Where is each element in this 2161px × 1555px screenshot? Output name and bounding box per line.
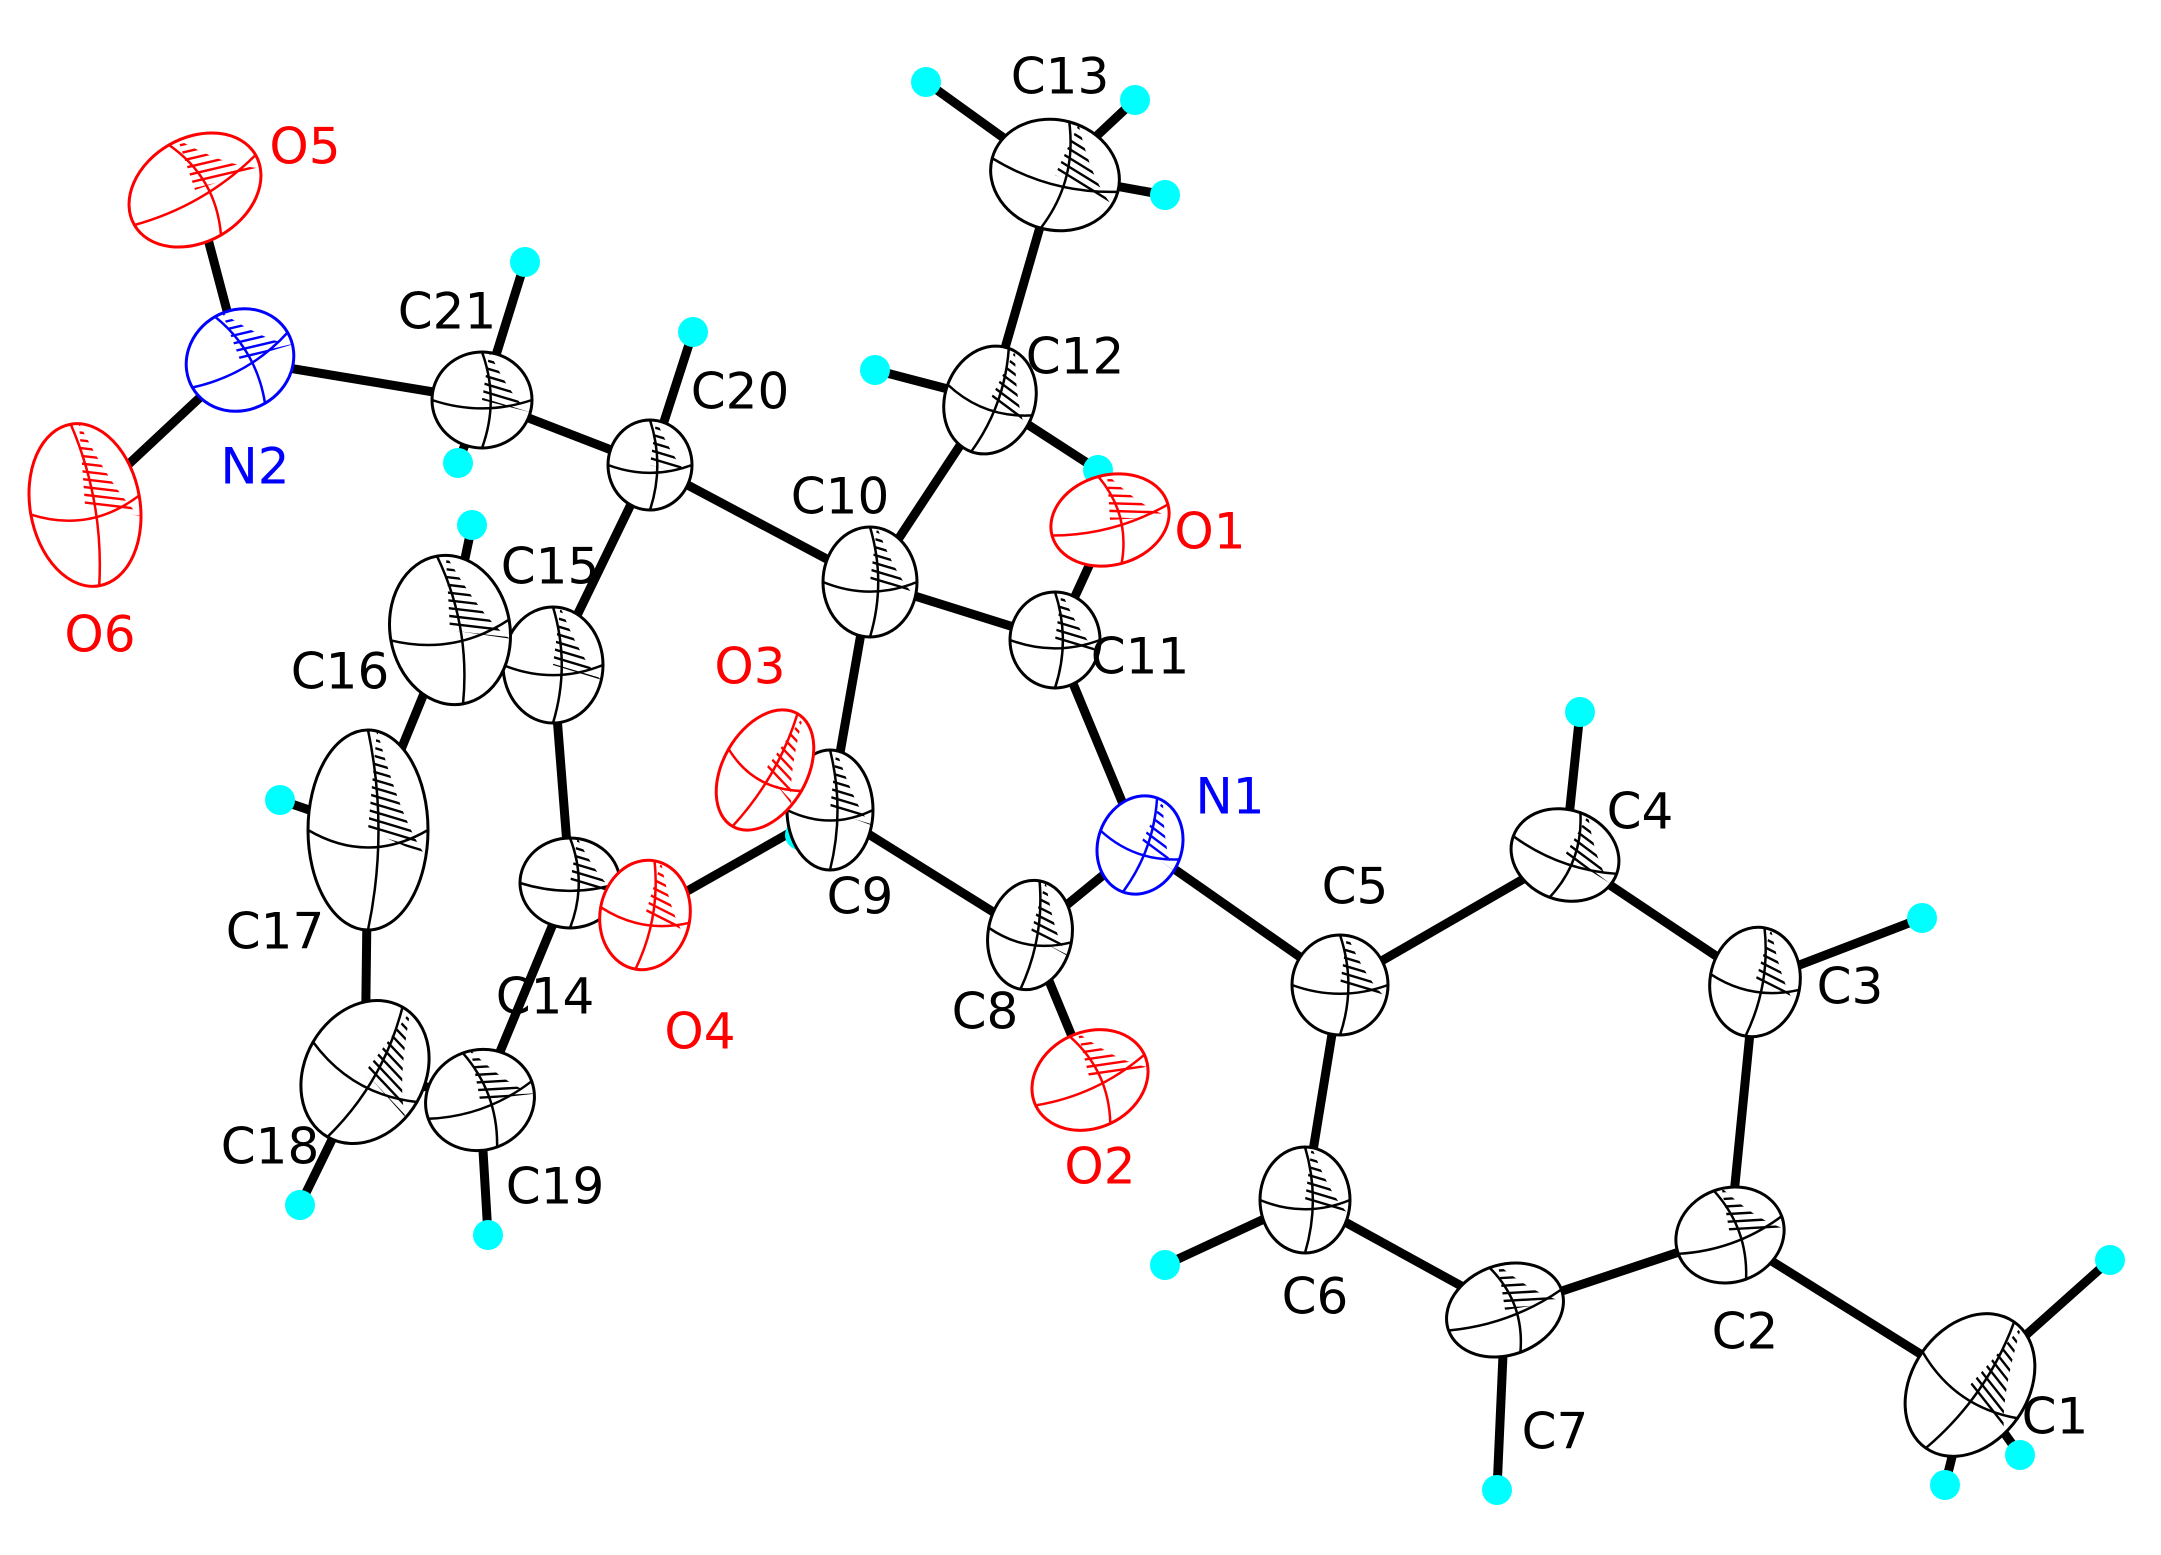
atom-o1-ellipsoid [1049, 469, 1171, 568]
atom-label-o3: O3 [714, 638, 785, 696]
hydrogen-atom-14-on-C16 [457, 510, 487, 540]
atom-label-c13: C13 [1011, 48, 1110, 106]
atom-label-c20: C20 [691, 363, 790, 421]
atom-label-c3: C3 [1817, 958, 1884, 1016]
atom-label-c19: C19 [506, 1158, 605, 1216]
atom-c5-ellipsoid [1290, 933, 1390, 1037]
hydrogen-atom-19-on-C21 [510, 247, 540, 277]
hydrogen-atom-6-on-C6 [1150, 1250, 1180, 1280]
atom-c21-ellipsoid [430, 350, 534, 450]
atom-label-c12: C12 [1026, 328, 1125, 386]
atom-label-n1: N1 [1195, 768, 1264, 826]
atom-label-c11: C11 [1091, 628, 1190, 686]
hydrogen-atom-2-on-C1 [2005, 1440, 2035, 1470]
atom-o5-ellipsoid [127, 122, 263, 249]
atom-label-c15: C15 [501, 538, 600, 596]
hydrogen-atom-12-on-C13 [1120, 85, 1150, 115]
hydrogen-atom-11-on-C13 [911, 67, 941, 97]
atom-label-n2: N2 [220, 438, 289, 496]
atom-label-o6: O6 [64, 606, 135, 664]
atom-label-c10: C10 [791, 468, 890, 526]
atom-c2-ellipsoid [1674, 1179, 1786, 1285]
atom-c11-ellipsoid [1008, 590, 1102, 690]
atom-c18-ellipsoid [299, 998, 452, 1146]
hydrogen-atom-20-on-C21 [443, 448, 473, 478]
atom-n2-ellipsoid [184, 294, 296, 413]
atom-c10-ellipsoid [821, 525, 919, 639]
atom-label-c5: C5 [1322, 858, 1389, 916]
hydrogen-atom-5-on-C4 [1565, 697, 1595, 727]
atom-c13-ellipsoid [989, 117, 1129, 233]
hydrogen-atom-7-on-C7 [1482, 1475, 1512, 1505]
atom-layer [27, 117, 2060, 1458]
atom-c20-ellipsoid [606, 418, 694, 512]
atom-c15-ellipsoid [501, 605, 605, 725]
atom-label-o5: O5 [269, 118, 340, 176]
hydrogen-atom-9-on-C12 [860, 355, 890, 385]
hydrogen-atom-1-on-C1 [2095, 1245, 2125, 1275]
hydrogen-atom-16-on-C18 [285, 1190, 315, 1220]
hydrogen-atom-17-on-C19 [473, 1220, 503, 1250]
atom-c19-ellipsoid [424, 1040, 536, 1153]
hydrogen-atom-3-on-C1 [1930, 1470, 1960, 1500]
atom-label-c17: C17 [226, 903, 325, 961]
atom-label-c14: C14 [496, 968, 595, 1026]
atom-label-c9: C9 [827, 868, 894, 926]
atom-c7-ellipsoid [1445, 1258, 1565, 1359]
atom-label-c1: C1 [2022, 1388, 2089, 1446]
atom-label-c2: C2 [1712, 1303, 1779, 1361]
atom-label-c6: C6 [1282, 1268, 1349, 1326]
atom-label-c8: C8 [952, 983, 1019, 1041]
atom-label-o2: O2 [1064, 1138, 1135, 1196]
atom-o3-ellipsoid [714, 708, 833, 832]
atom-c6-ellipsoid [1258, 1145, 1352, 1255]
atom-label-c18: C18 [221, 1118, 320, 1176]
atom-label-c4: C4 [1607, 783, 1674, 841]
atom-label-o1: O1 [1174, 503, 1245, 561]
atom-c4-ellipsoid [1509, 807, 1630, 903]
hydrogen-atom-13-on-C13 [1150, 180, 1180, 210]
hydrogen-atom-4-on-C3 [1907, 903, 1937, 933]
atom-c3-ellipsoid [1708, 925, 1807, 1039]
atom-label-c16: C16 [291, 643, 390, 701]
atom-label-o4: O4 [664, 1003, 735, 1061]
hydrogen-atom-18-on-C20 [678, 317, 708, 347]
hydrogen-atom-15-on-C17 [265, 785, 295, 815]
atom-label-c21: C21 [398, 283, 497, 341]
label-layer: C1C2C3C4C5C6C7C8C9C10C11C12C13C14C15C16C… [64, 48, 2088, 1461]
atom-label-c7: C7 [1522, 1403, 1589, 1461]
atom-n1-ellipsoid [1095, 794, 1195, 896]
